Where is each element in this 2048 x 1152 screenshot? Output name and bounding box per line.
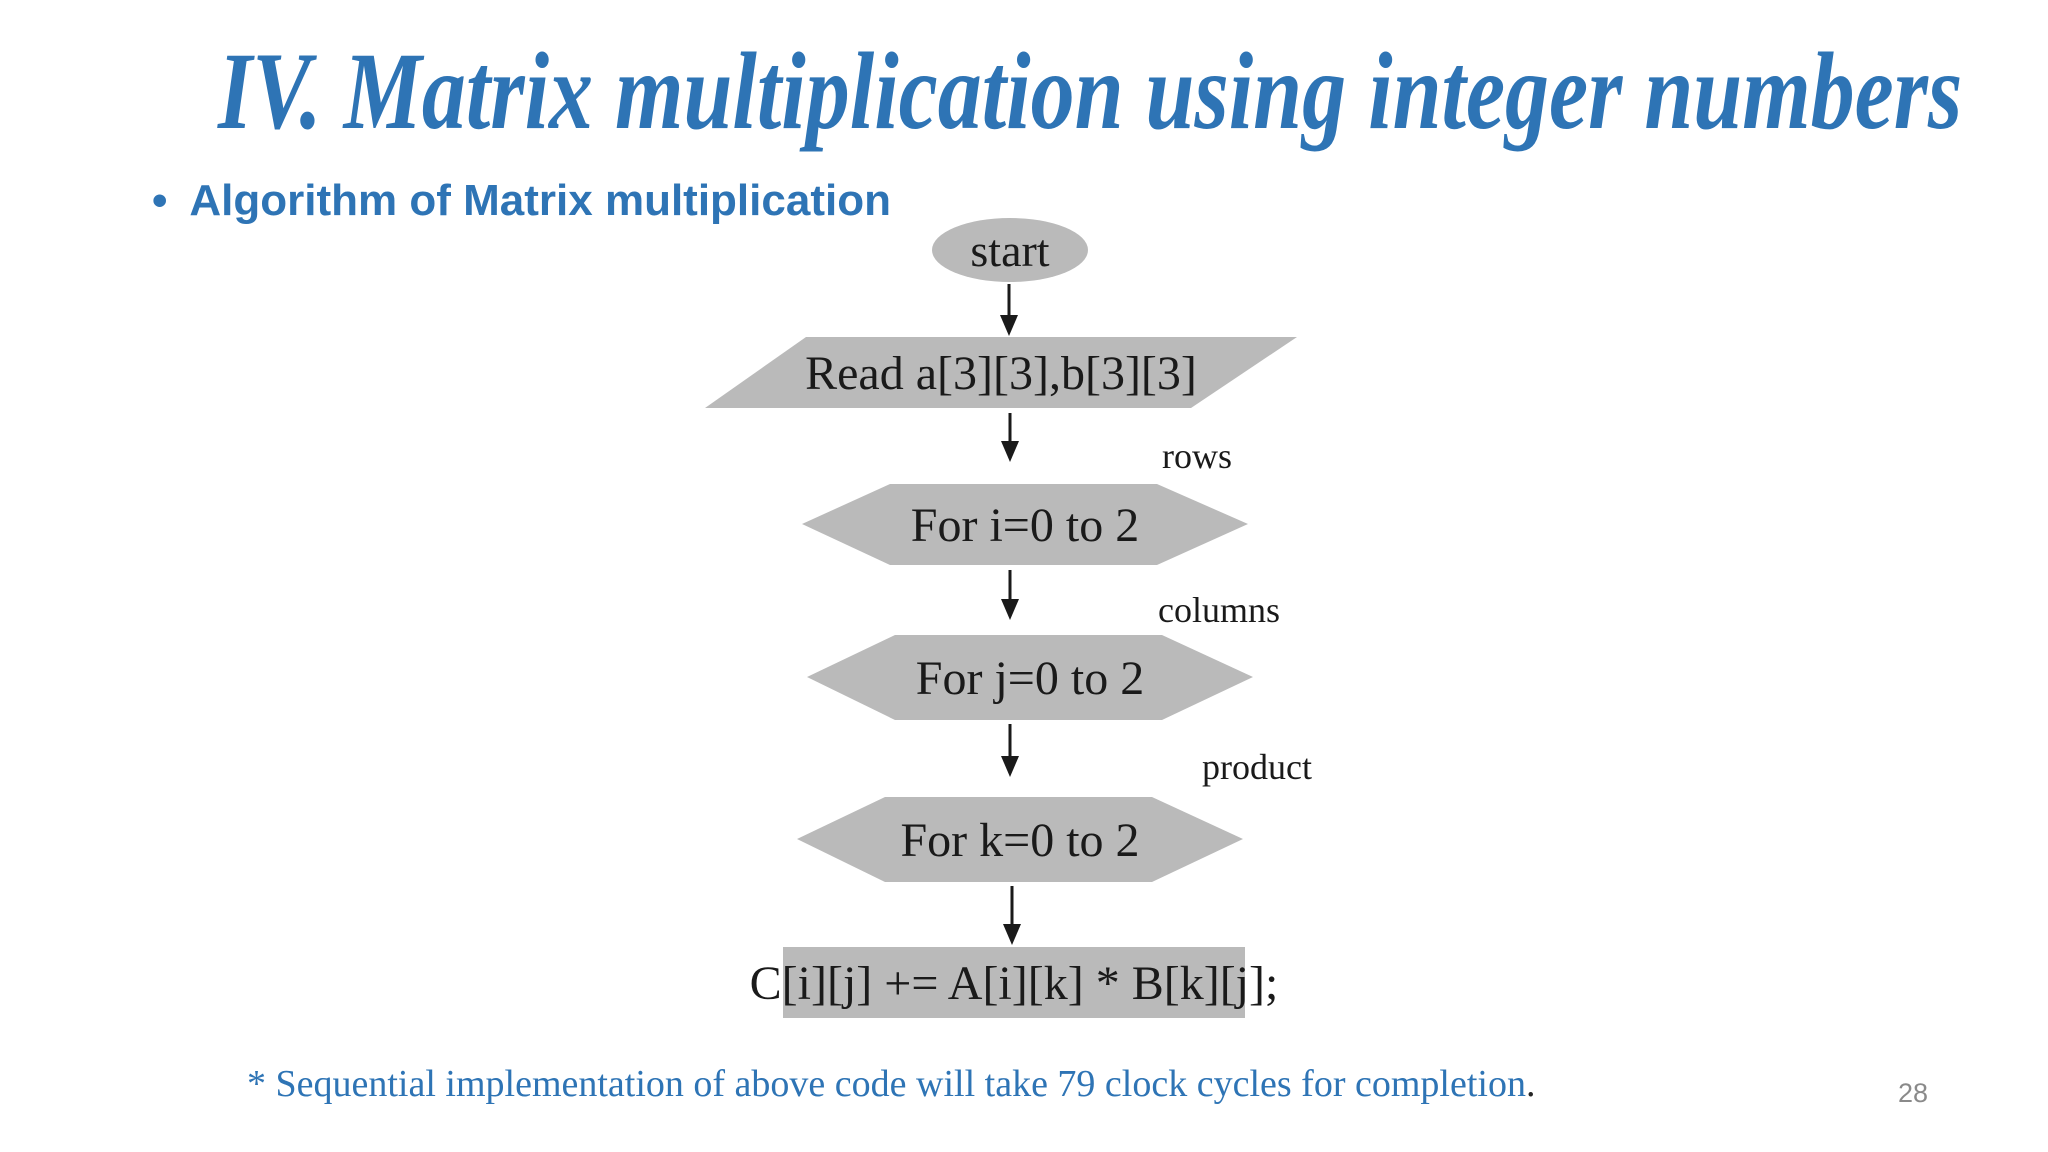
page-title-text: IV. Matrix multiplication using integer … <box>218 30 1963 152</box>
annotation-rows: rows <box>1162 436 1232 476</box>
footnote-text: * Sequential implementation of above cod… <box>247 1063 1526 1105</box>
page-title: IV. Matrix multiplication using integer … <box>0 28 2048 155</box>
footnote: * Sequential implementation of above cod… <box>247 1062 1535 1108</box>
arrow-read-to-loop-i <box>1001 413 1019 462</box>
arrow-loop-k-to-compute <box>1003 886 1021 945</box>
flowchart-start-label: start <box>970 225 1049 276</box>
bullet-line: • Algorithm of Matrix multiplication <box>152 176 891 227</box>
arrow-start-to-read <box>1000 284 1018 336</box>
flowchart-loop-i-shape <box>802 484 1248 565</box>
page-number: 28 <box>1898 1078 1929 1108</box>
annotation-product: product <box>1202 747 1312 787</box>
flowchart-loop-j-label: For j=0 to 2 <box>916 652 1144 705</box>
flowchart-loop-k-shape <box>797 797 1243 882</box>
arrow-loop-j-to-loop-k <box>1001 724 1019 777</box>
flowchart-compute-label: C[i][j] += A[i][k] * B[k][j]; <box>750 957 1279 1010</box>
bullet-text: Algorithm of Matrix multiplication <box>189 176 891 225</box>
bullet-icon: • <box>152 176 168 225</box>
flowchart-loop-i-label: For i=0 to 2 <box>911 499 1139 552</box>
flowchart-compute-shape <box>783 947 1245 1018</box>
annotation-columns: columns <box>1158 590 1280 630</box>
flowchart-read-label: Read a[3][3],b[3][3] <box>805 347 1197 400</box>
flowchart-read-shape <box>705 337 1297 408</box>
flowchart-loop-j-shape <box>807 635 1253 720</box>
footnote-period: . <box>1525 1063 1536 1105</box>
flowchart-loop-k-label: For k=0 to 2 <box>900 814 1139 867</box>
flowchart-start-shape <box>932 218 1088 282</box>
arrow-loop-i-to-loop-j <box>1001 570 1019 620</box>
